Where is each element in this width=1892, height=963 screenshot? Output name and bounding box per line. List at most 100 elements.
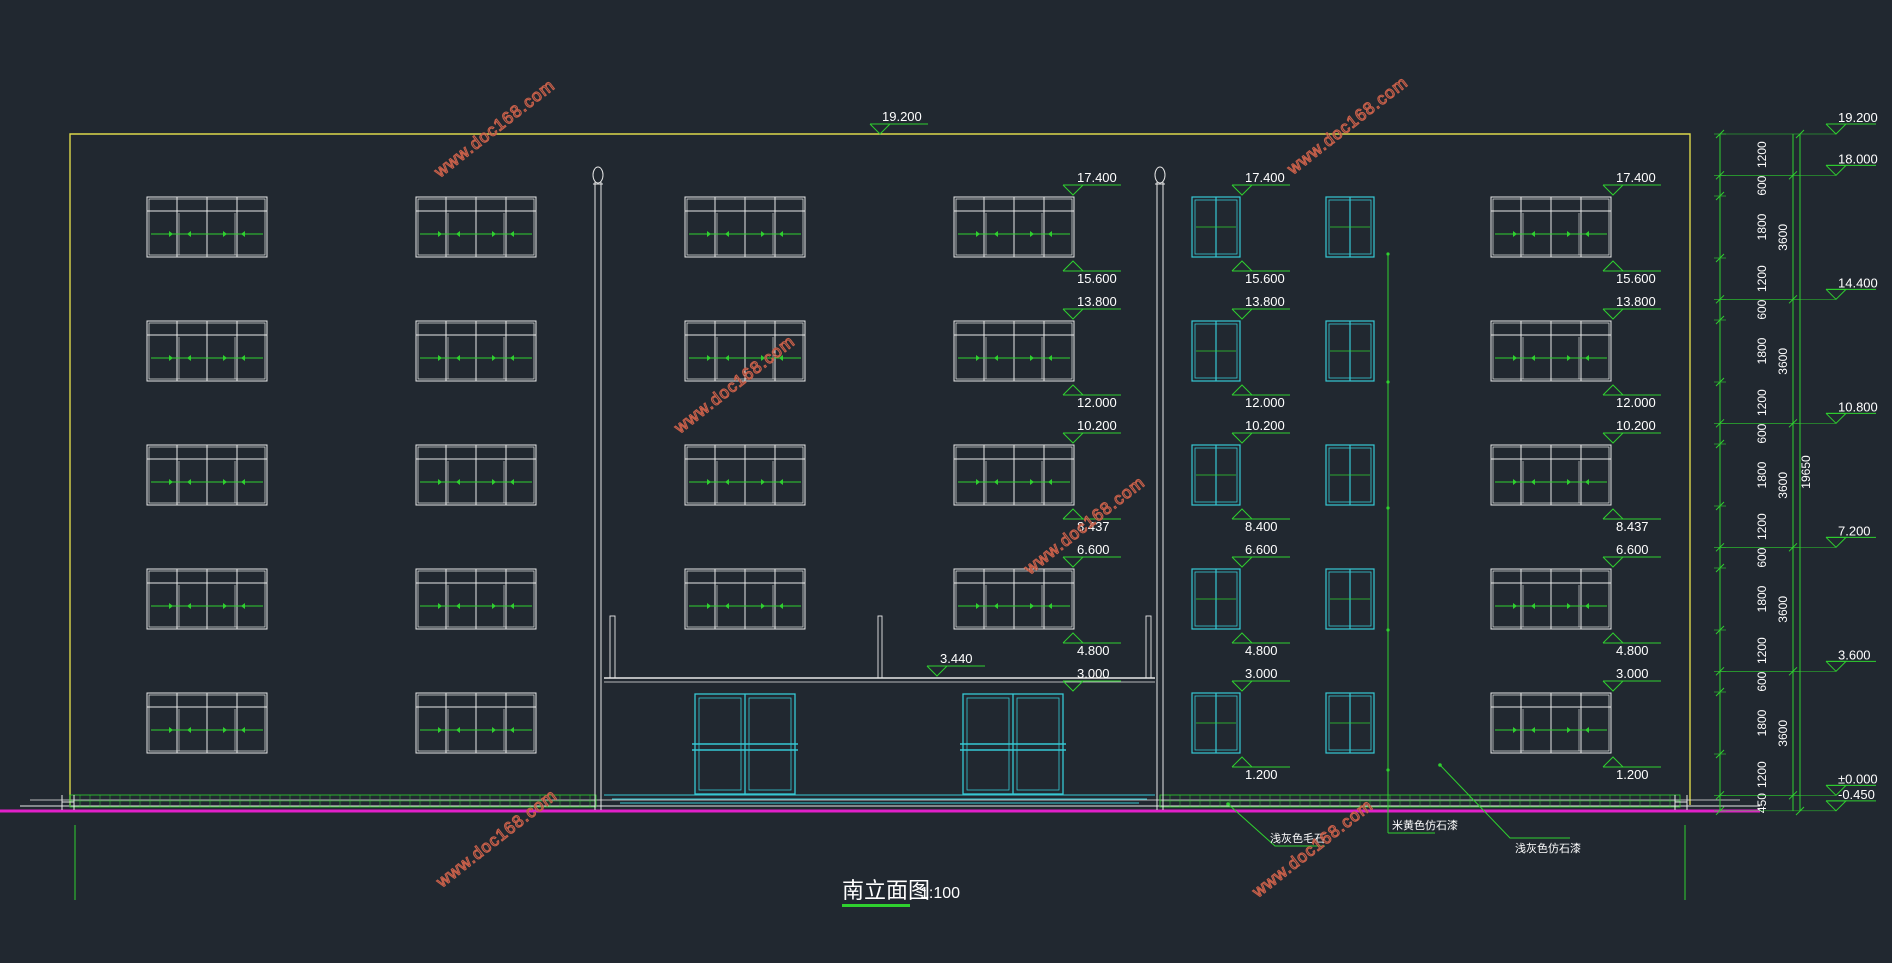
center-sill-top-marker: 17.400 bbox=[1062, 170, 1121, 196]
floor-dim-label: 3600 bbox=[1776, 348, 1790, 375]
opening-arrow bbox=[1585, 231, 1589, 237]
opening-arrow bbox=[1585, 603, 1589, 609]
opening-arrow bbox=[761, 479, 765, 485]
opening-arrow bbox=[761, 355, 765, 361]
segment-dim-label: 600 bbox=[1755, 299, 1769, 319]
opening-arrow bbox=[976, 355, 980, 361]
opening-arrow bbox=[1531, 231, 1535, 237]
entrance bbox=[604, 615, 1155, 804]
level-label: 6.600 bbox=[1077, 542, 1110, 557]
segment-dim-label: 600 bbox=[1755, 547, 1769, 567]
level-label: 12.000 bbox=[1077, 395, 1117, 410]
pilaster-column bbox=[1154, 166, 1166, 810]
window-left-a bbox=[146, 568, 268, 630]
opening-arrow bbox=[779, 355, 783, 361]
opening-arrow bbox=[187, 231, 191, 237]
window-center-a bbox=[684, 196, 806, 258]
opening-arrow bbox=[510, 355, 514, 361]
segment-dim-label: 1800 bbox=[1755, 213, 1769, 240]
opening-arrow bbox=[223, 479, 227, 485]
right-level-marker: 14.400 bbox=[1720, 275, 1878, 301]
ground-base bbox=[0, 794, 1760, 900]
pilaster-column bbox=[592, 166, 604, 810]
stone-base-band bbox=[1159, 794, 1681, 808]
mid-sill-top-marker: 17.400 bbox=[1231, 170, 1290, 196]
mid-sill-bottom-marker: 8.400 bbox=[1231, 508, 1290, 534]
right-level-marker: ±0.000 bbox=[1720, 771, 1878, 797]
opening-arrow bbox=[1531, 479, 1535, 485]
top-level-marker: 19.200 bbox=[869, 109, 928, 135]
opening-arrow bbox=[241, 355, 245, 361]
window-center-a bbox=[684, 320, 806, 382]
opening-arrow bbox=[976, 231, 980, 237]
level-label: 8.437 bbox=[1616, 519, 1649, 534]
opening-arrow bbox=[241, 727, 245, 733]
right-level-marker: 3.600 bbox=[1720, 647, 1876, 673]
level-label: 13.800 bbox=[1245, 294, 1285, 309]
right-level-label: ±0.000 bbox=[1838, 771, 1878, 786]
center-sill-top-marker: 13.800 bbox=[1062, 294, 1121, 320]
narrow-window-a bbox=[1191, 196, 1241, 258]
lamp-head bbox=[592, 166, 604, 184]
window-center-b bbox=[953, 444, 1075, 506]
opening-arrow bbox=[510, 479, 514, 485]
right-level-label: -0.450 bbox=[1838, 787, 1875, 802]
level-label: 19.200 bbox=[882, 109, 922, 124]
opening-arrow bbox=[1567, 231, 1571, 237]
opening-arrow bbox=[707, 231, 711, 237]
opening-arrow bbox=[994, 603, 998, 609]
opening-arrow bbox=[438, 479, 442, 485]
window-left-a bbox=[146, 692, 268, 754]
narrow-window-a bbox=[1191, 320, 1241, 382]
opening-arrow bbox=[1048, 231, 1052, 237]
segment-dim-label: 1800 bbox=[1755, 337, 1769, 364]
stone-base-band bbox=[69, 794, 597, 808]
opening-arrow bbox=[1513, 727, 1517, 733]
opening-arrow bbox=[1567, 479, 1571, 485]
center-sill-bottom-marker: 12.000 bbox=[1062, 384, 1121, 410]
opening-arrow bbox=[492, 479, 496, 485]
material-note-leader bbox=[1226, 802, 1325, 847]
right-sill-bottom-marker: 4.800 bbox=[1602, 632, 1661, 658]
mid-sill-bottom-marker: 15.600 bbox=[1231, 260, 1290, 286]
level-label: 10.200 bbox=[1245, 418, 1285, 433]
right-sill-top-marker: 3.000 bbox=[1602, 666, 1661, 692]
right-level-marker: 18.000 bbox=[1720, 151, 1878, 177]
opening-arrow bbox=[241, 603, 245, 609]
opening-arrow bbox=[976, 479, 980, 485]
opening-arrow bbox=[492, 355, 496, 361]
window-right bbox=[1490, 444, 1612, 506]
window-left-a bbox=[146, 444, 268, 506]
narrow-window-a bbox=[1191, 692, 1241, 754]
mid-sill-top-marker: 13.800 bbox=[1231, 294, 1290, 320]
right-level-marker: 10.800 bbox=[1720, 399, 1878, 425]
opening-arrow bbox=[1048, 603, 1052, 609]
opening-arrow bbox=[187, 355, 191, 361]
segment-dim-label: 1200 bbox=[1755, 389, 1769, 416]
opening-arrow bbox=[725, 603, 729, 609]
entrance-door bbox=[692, 693, 798, 795]
opening-arrow bbox=[1030, 355, 1034, 361]
right-level-label: 3.600 bbox=[1838, 647, 1871, 662]
narrow-window-b bbox=[1325, 692, 1375, 754]
canopy-level-marker: 3.440 bbox=[926, 651, 985, 677]
level-label: 15.600 bbox=[1245, 271, 1285, 286]
window-center-a bbox=[684, 444, 806, 506]
window-center-a bbox=[684, 568, 806, 630]
right-level-marker: 19.200 bbox=[1720, 110, 1878, 135]
opening-arrow bbox=[169, 603, 173, 609]
level-label: 3.000 bbox=[1077, 666, 1110, 681]
level-label: 15.600 bbox=[1077, 271, 1117, 286]
narrow-window-b bbox=[1325, 320, 1375, 382]
opening-arrow bbox=[779, 231, 783, 237]
right-level-marker: -0.450 bbox=[1720, 787, 1876, 812]
corner-mark bbox=[1674, 795, 1688, 810]
material-note-leader bbox=[1438, 763, 1570, 839]
right-level-label: 19.200 bbox=[1838, 110, 1878, 125]
opening-arrow bbox=[510, 231, 514, 237]
opening-arrow bbox=[438, 231, 442, 237]
opening-arrow bbox=[187, 603, 191, 609]
opening-arrow bbox=[456, 479, 460, 485]
opening-arrow bbox=[1531, 355, 1535, 361]
